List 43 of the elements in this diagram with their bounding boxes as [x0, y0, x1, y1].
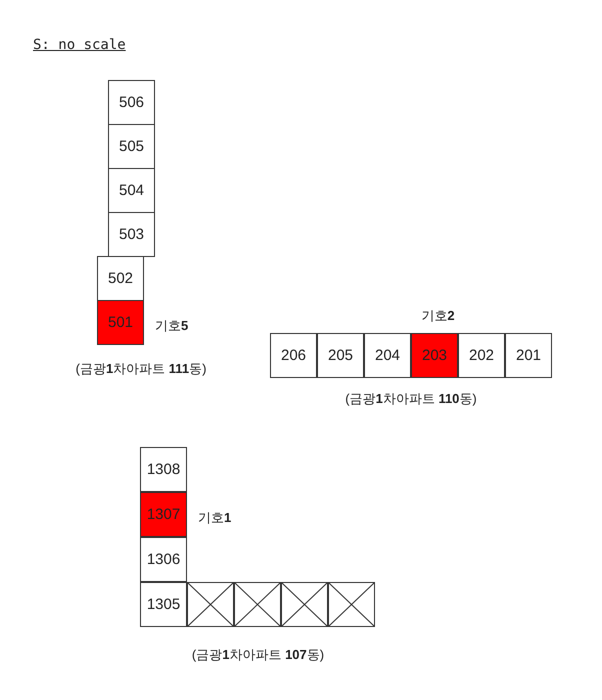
unit-number: 204	[374, 347, 400, 364]
apartment-unit-box	[108, 168, 155, 213]
apartment-unit-box	[108, 124, 155, 169]
apartment-unit-box	[108, 212, 155, 257]
unit-number: 202	[468, 347, 494, 364]
crossed-box	[328, 582, 375, 627]
unit-number: 205	[328, 347, 354, 364]
apartment-unit-box	[505, 333, 552, 378]
apartment-unit-box	[270, 333, 317, 378]
apartment-unit-box	[364, 333, 411, 378]
building-caption: (금광1차아파트 107동)	[192, 646, 324, 664]
apartment-unit-box	[411, 333, 458, 378]
building-caption: (금광1차아파트 111동)	[76, 360, 206, 378]
unit-number: 1308	[146, 461, 180, 478]
symbol-label: 기호2	[421, 307, 455, 325]
building-caption: (금광1차아파트 110동)	[345, 390, 477, 408]
crossed-box	[187, 582, 234, 627]
unit-number: 501	[108, 314, 134, 331]
unit-number: 1307	[146, 506, 180, 523]
apartment-unit-box	[140, 582, 187, 627]
unit-number: 1305	[146, 596, 180, 613]
apartment-unit-box	[317, 333, 364, 378]
unit-number: 502	[108, 270, 134, 287]
apartment-unit-box	[140, 492, 187, 537]
unit-number: 504	[118, 182, 144, 199]
unit-number: 503	[118, 226, 144, 243]
unit-number: 505	[118, 138, 144, 155]
apartment-unit-box	[97, 300, 144, 345]
unit-number: 201	[516, 347, 542, 364]
apartment-unit-box	[140, 537, 187, 582]
symbol-label: 기호5	[155, 317, 188, 335]
unit-number: 1306	[146, 551, 180, 568]
apartment-unit-box	[140, 447, 187, 492]
unit-number: 203	[422, 347, 448, 364]
apartment-unit-box	[97, 256, 144, 301]
crossed-box	[281, 582, 328, 627]
apartment-unit-box	[458, 333, 505, 378]
unit-number: 506	[118, 94, 144, 111]
apartment-unit-box	[108, 80, 155, 125]
crossed-box	[234, 582, 281, 627]
unit-number: 206	[280, 347, 306, 364]
scale-note: S: no scale	[33, 37, 126, 53]
symbol-label: 기호1	[198, 509, 232, 527]
